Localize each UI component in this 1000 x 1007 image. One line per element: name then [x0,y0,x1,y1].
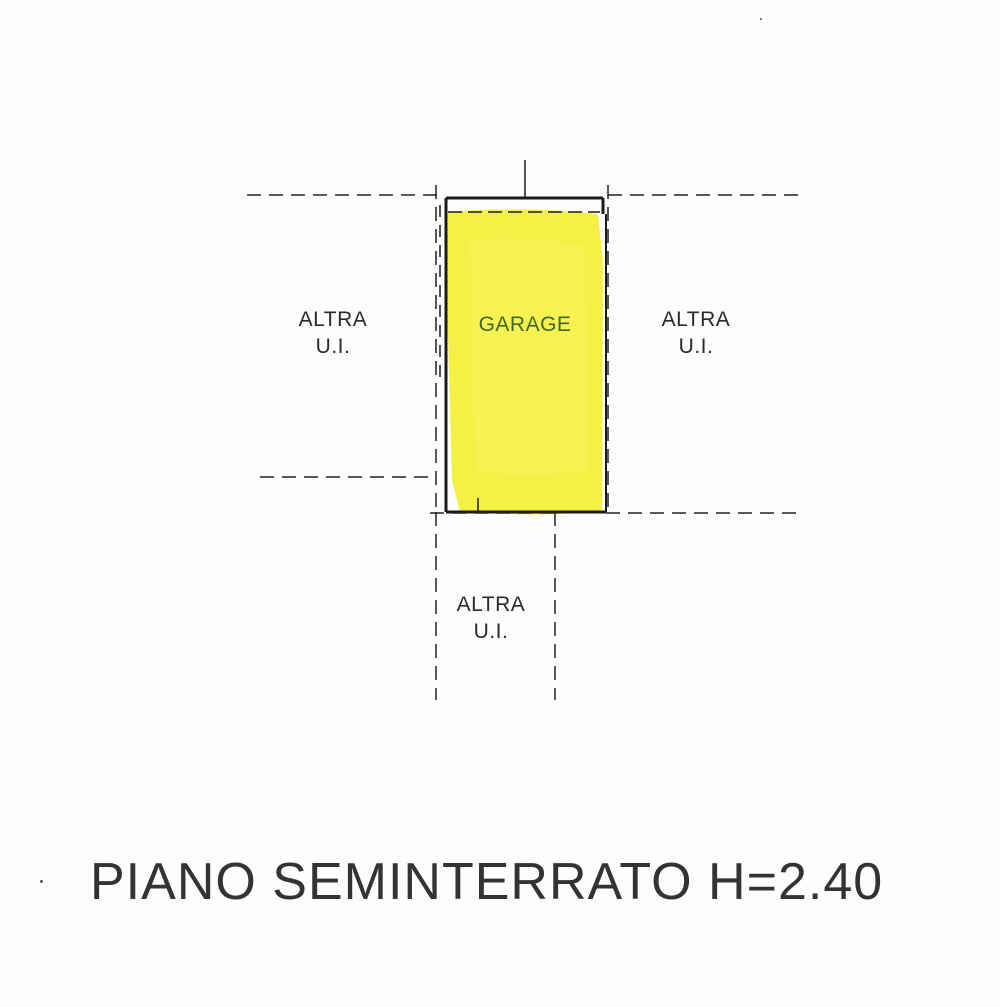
garage-fill-highlight [470,238,588,475]
left-unit-label: ALTRA U.I. [278,306,388,360]
left-unit-line1: ALTRA [298,308,368,331]
garage-walls [439,160,607,514]
left-unit-line2: U.I. [315,335,351,358]
floor-title: PIANO SEMINTERRATO H=2.40 [90,853,884,911]
bottom-unit-label: ALTRA U.I. [436,591,546,645]
right-unit-label: ALTRA U.I. [641,306,751,360]
right-unit-line1: ALTRA [661,308,731,331]
boundary-lines [247,185,800,700]
bottom-unit-line1: ALTRA [456,593,526,616]
bottom-unit-line2: U.I. [473,620,509,643]
right-unit-line2: U.I. [678,335,714,358]
scan-speck [760,18,762,20]
scan-speck [40,880,43,883]
garage-label: GARAGE [478,313,572,336]
